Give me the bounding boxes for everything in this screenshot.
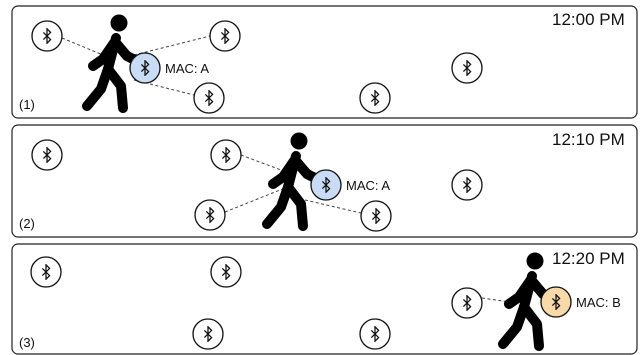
bluetooth-beacon xyxy=(359,82,391,114)
panel-label: (2) xyxy=(19,216,35,231)
tracked-device xyxy=(129,52,161,84)
bluetooth-beacon xyxy=(451,169,483,201)
panel-1-frame xyxy=(11,5,638,119)
bluetooth-beacon xyxy=(30,256,62,288)
panel-1: MAC: A 12:00 PM (1) xyxy=(11,5,638,119)
bluetooth-beacon xyxy=(210,256,242,288)
panel-2: MAC: A 12:10 PM (2) xyxy=(11,124,638,238)
bluetooth-beacon xyxy=(360,200,392,232)
bluetooth-beacon xyxy=(193,82,225,114)
panel-label: (3) xyxy=(19,335,35,350)
tracked-device xyxy=(540,286,572,318)
timestamp: 12:00 PM xyxy=(552,10,625,29)
timestamp: 12:10 PM xyxy=(552,130,625,149)
bluetooth-beacon xyxy=(209,20,241,52)
bluetooth-beacon xyxy=(451,52,483,84)
timestamp: 12:20 PM xyxy=(552,249,625,268)
bluetooth-beacon xyxy=(210,139,242,171)
connection-line xyxy=(304,199,362,214)
mac-address-label: MAC: A xyxy=(346,178,390,193)
bluetooth-beacon xyxy=(31,139,63,171)
bluetooth-beacon xyxy=(192,318,224,350)
bluetooth-beacon xyxy=(31,20,63,52)
panel-3-frame xyxy=(11,243,638,355)
connection-line xyxy=(61,37,104,56)
bluetooth-beacon xyxy=(194,199,226,231)
connection-line xyxy=(133,35,211,56)
bluetooth-beacon xyxy=(359,318,391,350)
tracked-device xyxy=(310,169,342,201)
bluetooth-beacon xyxy=(451,287,483,319)
panel-3: MAC: B 12:20 PM (3) xyxy=(11,243,638,355)
connection-line xyxy=(240,154,282,171)
panel-label: (1) xyxy=(19,97,35,112)
mac-address-label: MAC: A xyxy=(165,61,209,76)
connection-line xyxy=(133,79,195,96)
mac-address-label: MAC: B xyxy=(576,295,621,310)
